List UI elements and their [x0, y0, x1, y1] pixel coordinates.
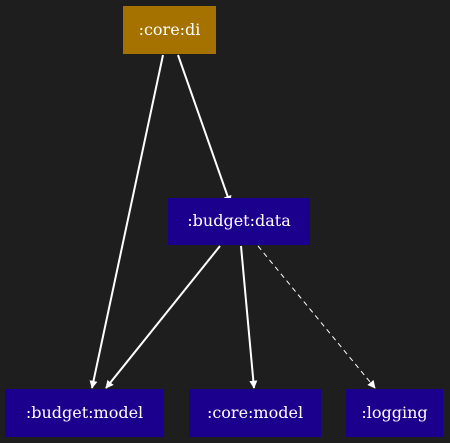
edge-budget-data-to-budget-model: [105, 245, 221, 389]
node-budget-model-label: :budget:model: [26, 403, 143, 422]
node-budget-data-label: :budget:data: [187, 211, 291, 230]
node-core-model: :core:model: [189, 389, 321, 437]
node-budget-model: :budget:model: [5, 389, 164, 437]
node-budget-data: :budget:data: [168, 198, 310, 245]
edge-budget-data-to-logging: [257, 245, 376, 389]
node-core-di-label: :core:di: [139, 20, 201, 39]
edge-core-di-to-budget-data: [177, 54, 232, 204]
node-core-model-box: [189, 389, 321, 437]
node-core-di-box: [123, 6, 216, 54]
edge-core-di-to-budget-model: [89, 54, 164, 389]
node-core-di: :core:di: [123, 6, 216, 54]
node-logging-box: [346, 389, 443, 437]
node-budget-model-box: [5, 389, 164, 437]
node-budget-data-box: [168, 198, 310, 245]
node-core-model-label: :core:model: [207, 403, 303, 422]
edges: [89, 54, 376, 389]
edge-budget-data-to-core-model: [240, 245, 258, 389]
node-logging-label: :logging: [361, 403, 427, 422]
node-logging: :logging: [346, 389, 443, 437]
